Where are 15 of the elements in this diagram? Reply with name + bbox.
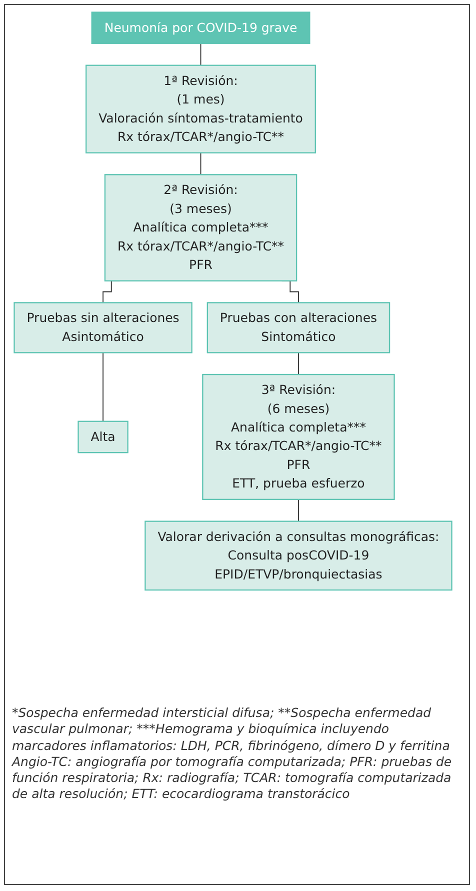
connector — [200, 152, 202, 176]
node-box: Alta — [78, 420, 128, 454]
node-box: Valorar derivación a consultas monográficas: Consulta posCOVID-19 EPID/ETVP/bronquiectasias — [144, 520, 452, 591]
node-box: Neumonía por COVID-19 grave — [91, 12, 310, 44]
node-box: Pruebas sin alteraciones Asintomático — [14, 302, 192, 354]
connector — [102, 352, 104, 422]
node-box: 3ª Revisión: (6 meses) Analítica completa*** Rx tórax/TCAR*/angio-TC** PFR ETT, prueba esfuerzo — [202, 374, 395, 500]
node-box: 1ª Revisión: (1 mes) Valoración síntomas-tratamiento Rx tórax/TCAR*/angio-TC** — [86, 64, 316, 154]
connector — [200, 43, 202, 66]
node-box: 2ª Revisión: (3 meses) Analítica completa*** Rx tórax/TCAR*/angio-TC** PFR — [104, 174, 298, 282]
connector — [298, 498, 299, 522]
connector — [298, 352, 299, 375]
footnote: *Sospecha enfermedad intersticial difusa; **Sospecha enfermedad vascular pulmonar; ***Hemograma y bioquímica incluyendo marcadores inflamatorios: LDH, PCR, fibrinógeno, dímero D y ferritina — [12, 705, 451, 754]
node-box: Pruebas con alteraciones Sintomático — [206, 302, 390, 354]
footnote: Angio-TC: angiografía por tomografía computarizada; PFR: pruebas de función respiratoria; Rx: radiografía; TCAR: tomografía computarizada de alta resolución; ETT: ecocardiograma transtorácico — [12, 754, 453, 802]
